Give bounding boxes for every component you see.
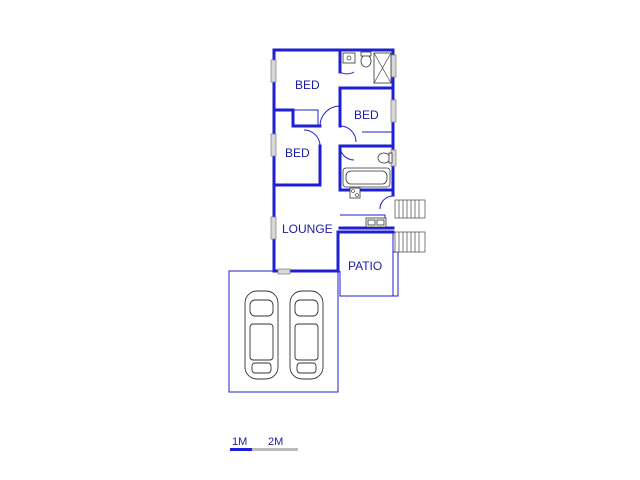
scale-label-2m: 2M bbox=[268, 436, 283, 448]
sink-bowl-icon bbox=[367, 219, 376, 226]
toilet-icon bbox=[360, 54, 372, 68]
window-west-2 bbox=[270, 133, 277, 157]
sink-bowl-icon-2 bbox=[376, 219, 385, 226]
stairs-upper bbox=[394, 199, 426, 219]
stove-burner-icon-2 bbox=[355, 193, 359, 197]
sink-icon bbox=[365, 217, 387, 228]
toilet-tank-icon bbox=[360, 51, 372, 57]
basin-drain-icon bbox=[346, 55, 352, 61]
bed1-stub bbox=[291, 108, 322, 128]
scale-label-1m: 1M bbox=[232, 436, 247, 448]
toilet2-tank-icon bbox=[388, 152, 393, 164]
stove-burner-icon bbox=[351, 189, 355, 193]
toilet2-icon bbox=[377, 152, 391, 164]
stove-icon bbox=[349, 187, 361, 199]
car-icon-right bbox=[289, 290, 324, 380]
scale-segment-dark bbox=[230, 448, 252, 451]
bathtub-inner-icon bbox=[345, 170, 388, 185]
window-west-3 bbox=[270, 216, 277, 240]
door-bath bbox=[339, 145, 355, 161]
basin-icon bbox=[342, 52, 356, 64]
room-label-bed-2: BED bbox=[354, 108, 379, 122]
scale-segment-light bbox=[252, 448, 298, 451]
window-south bbox=[277, 268, 291, 275]
car-icon-left bbox=[244, 290, 279, 380]
bed3-south-wall bbox=[272, 144, 322, 187]
room-label-lounge: LOUNGE bbox=[282, 222, 333, 236]
lounge-east-wall bbox=[336, 230, 395, 239]
stairs-lower bbox=[394, 231, 426, 253]
room-label-bed-1: BED bbox=[295, 78, 320, 92]
scale-bar: 1M 2M bbox=[230, 436, 298, 451]
room-label-bed-3: BED bbox=[285, 146, 310, 160]
door-bed2 bbox=[339, 125, 357, 143]
door-bed1 bbox=[319, 105, 341, 127]
patio-step bbox=[393, 251, 399, 297]
room-label-patio: PATIO bbox=[348, 259, 382, 273]
window-west-1 bbox=[270, 59, 277, 83]
door-kitchen bbox=[379, 195, 394, 210]
shower-cross-icon bbox=[373, 52, 392, 84]
door-toilet bbox=[339, 71, 355, 75]
window-east-1 bbox=[390, 54, 397, 78]
window-east-2 bbox=[390, 99, 397, 123]
door-bed3 bbox=[303, 129, 321, 147]
wardrobe-outline bbox=[293, 109, 319, 126]
outer-wall-west bbox=[272, 48, 340, 273]
